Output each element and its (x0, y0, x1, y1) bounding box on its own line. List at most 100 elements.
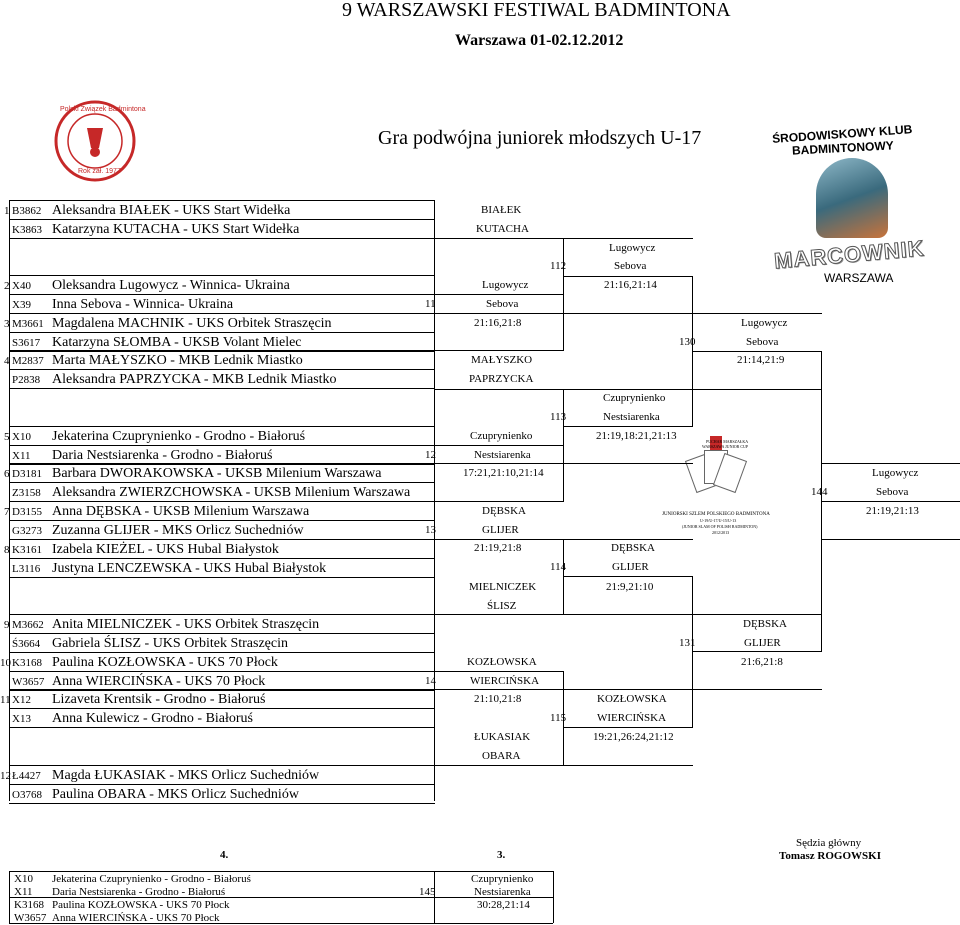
entry-player-1: Anna DĘBSKA - UKSB Milenium Warszawa (52, 504, 310, 519)
entry-player-1: Marta MAŁYSZKO - MKB Lednik Miastko (52, 353, 303, 368)
entry-seed: 11 (0, 694, 11, 706)
entry-row-line (9, 332, 435, 333)
entry-row-line (9, 275, 435, 276)
bracket-hline (821, 463, 960, 464)
entry-seed: 2 (4, 280, 10, 292)
match-number-11: 11 (425, 298, 436, 310)
entry-seed: 12 (0, 770, 11, 782)
entry-row-line (9, 803, 435, 804)
match-number-131: 131 (679, 637, 696, 649)
bracket-hline (563, 389, 693, 390)
match-number-114: 114 (550, 561, 567, 573)
bracket-hline (434, 501, 564, 502)
entry-seed: 5 (4, 431, 10, 443)
r1-label-obara: OBARA (482, 750, 521, 762)
entry-code-2: P2838 (12, 374, 41, 386)
junior-cup-logo: PUCHAR MARSZAŁKA WARSZAWA JUNIOR CUP JUN… (648, 436, 798, 538)
entry-player-2: Katarzyna SŁOMBA - UKSB Volant Mielec (52, 335, 302, 350)
entry-player-2: Zuzanna GLIJER - MKS Orlicz Suchedniów (52, 523, 304, 538)
r1-score-14: 21:10,21:8 (474, 693, 522, 705)
match-number-112: 112 (550, 260, 567, 272)
r1-winner-wiercinska: WIERCIŃSKA (470, 675, 540, 687)
entry-player-2: Paulina OBARA - MKS Orlicz Suchedniów (52, 787, 299, 802)
sf-130-winner-1: Lugowycz (741, 317, 788, 329)
entry-player-2: Aleksandra PAPRZYCKA - MKB Lednik Miastk… (52, 372, 337, 387)
r1-score-12: 17:21,21:10,21:14 (463, 467, 544, 479)
bracket-hline (692, 389, 822, 390)
bracket-hline (563, 313, 693, 314)
entry-code-2: S3617 (12, 337, 41, 349)
entry-code-1: X40 (12, 280, 31, 292)
pzbad-logo: Polski Związek Badmintona Rok zał. 1977 (54, 100, 146, 182)
entry-player-2: Daria Nestsiarenka - Grodno - Białoruś (52, 448, 273, 463)
cup-line1: PUCHAR MARSZAŁKA (706, 439, 749, 444)
entry-row-line (9, 369, 435, 370)
entry-player-1: Magda ŁUKASIAK - MKS Orlicz Suchedniów (52, 768, 320, 783)
club-logo: ŚRODOWISKOWY KLUB BADMINTONOWY (766, 122, 936, 242)
entries-right-border (434, 200, 435, 801)
match-number-12: 12 (425, 449, 436, 461)
entry-code-1: M3662 (12, 619, 44, 631)
entry-row-line (9, 219, 435, 220)
entry-code-2: Ś3664 (12, 638, 41, 650)
third-match-code-4: W3657 (14, 912, 47, 924)
r1-label-bialek: BIAŁEK (481, 204, 522, 216)
entry-row-line (9, 689, 435, 690)
bracket-hline (563, 426, 693, 427)
entry-seed: 9 (4, 619, 10, 631)
entry-seed: 4 (4, 355, 10, 367)
sf-131-score: 21:6,21:8 (741, 656, 783, 668)
playing-cards-icon (684, 436, 748, 494)
referee-label: Sędzia główny (796, 837, 862, 849)
entry-row-line (9, 784, 435, 785)
entry-code-1: D3181 (12, 468, 42, 480)
entry-code-2: X11 (12, 450, 31, 462)
bracket-hline (434, 445, 564, 446)
match-number-115: 115 (550, 712, 567, 724)
marcownik-wordmark: MARCOWNIK (773, 235, 926, 274)
entry-code-2: X13 (12, 713, 31, 725)
r1-winner-sebova: Sebova (486, 298, 519, 310)
match-number-13: 13 (425, 524, 436, 536)
bracket-hline (434, 313, 564, 314)
entry-row-line (9, 690, 435, 691)
r1-label-kozlowska: KOZŁOWSKA (467, 656, 537, 668)
entry-row-line (9, 520, 435, 521)
qf-113-winner-2: Nestsiarenka (603, 411, 660, 423)
entry-code-1: K3168 (12, 657, 42, 669)
entry-code-2: K3863 (12, 224, 42, 236)
r1-winner-glijer: GLIJER (482, 524, 519, 536)
entry-seed: 8 (4, 544, 10, 556)
r1-label-lukasiak: ŁUKASIAK (474, 731, 531, 743)
entry-row-line (9, 200, 435, 201)
entry-row-line (9, 577, 435, 578)
entry-row-line (9, 765, 435, 766)
entry-player-2: Katarzyna KUTACHA - UKS Start Widełka (52, 222, 300, 237)
bracket-hline (563, 727, 693, 728)
qf-112-score: 21:16,21:14 (604, 279, 657, 291)
entry-row-line (9, 294, 435, 295)
match-number-14: 14 (425, 675, 436, 687)
referee-name: Tomasz ROGOWSKI (779, 850, 881, 862)
qf-114-winner-1: DĘBSKA (611, 542, 656, 554)
entry-code-1: M2837 (12, 355, 44, 367)
third-match-winner-1: Czuprynienko (471, 873, 534, 885)
sf-130-score: 21:14,21:9 (737, 354, 785, 366)
entry-player-1: Barbara DWORAKOWSKA - UKSB Milenium Wars… (52, 466, 382, 481)
r1-label-paprzycka: PAPRZYCKA (469, 373, 534, 385)
entry-row-line (9, 727, 435, 728)
bracket-hline (434, 294, 564, 295)
entry-code-2: X39 (12, 299, 31, 311)
entry-row-line (9, 539, 435, 540)
bracket-vline (563, 389, 564, 465)
entry-seed: 1 (4, 205, 10, 217)
bracket-hline (563, 576, 693, 577)
final-score: 21:19,21:13 (866, 505, 919, 517)
qf-115-winner-1: KOZŁOWSKA (597, 693, 667, 705)
entry-row-line (9, 238, 435, 239)
entry-code-1: X12 (12, 694, 31, 706)
third-match-score: 30:28,21:14 (477, 899, 530, 911)
sf-131-winner-1: DĘBSKA (743, 618, 788, 630)
entry-seed: 6 (4, 468, 10, 480)
sf-131-winner-2: GLIJER (744, 637, 781, 649)
